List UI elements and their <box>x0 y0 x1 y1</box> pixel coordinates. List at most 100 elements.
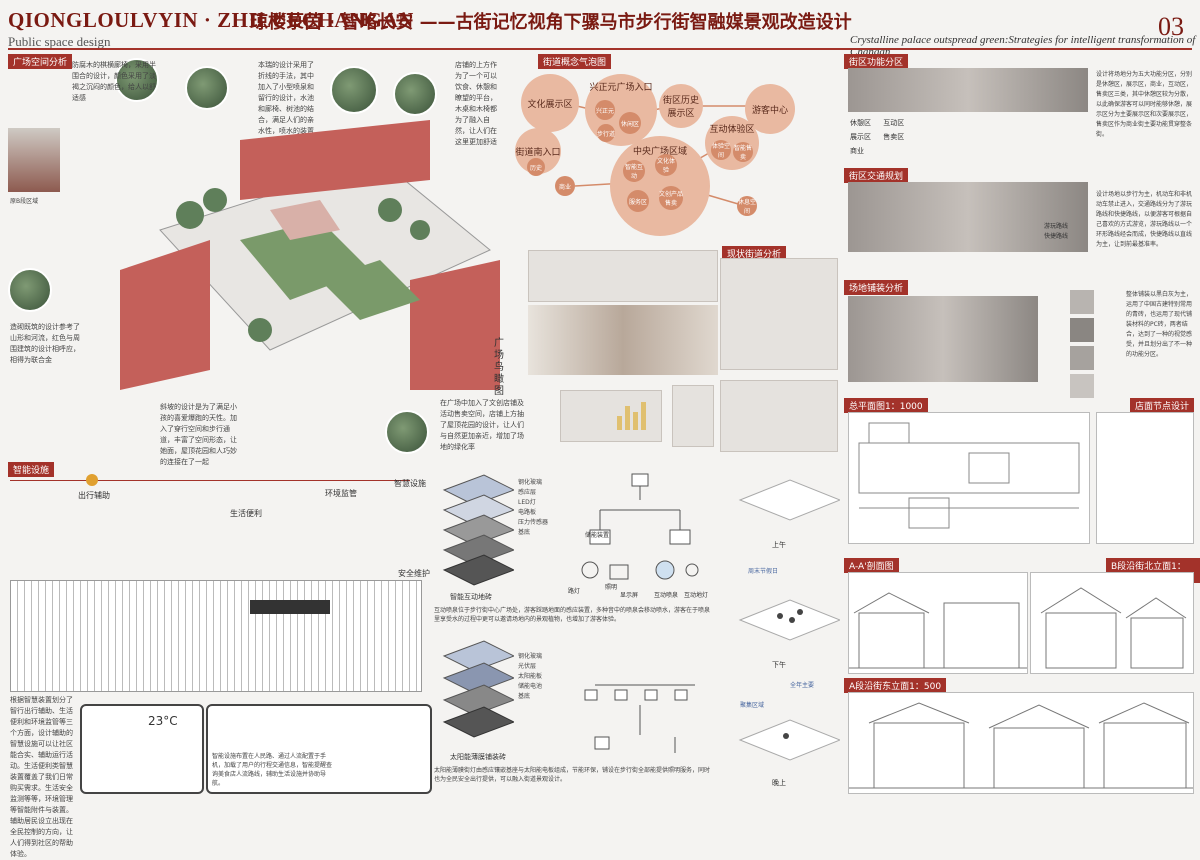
people-flow-svg <box>738 479 842 761</box>
bubble-culture: 文化展示区 <box>521 74 579 132</box>
bubble-history-label: 街区历史展示区 <box>662 96 699 119</box>
detail-photo-2 <box>115 58 159 102</box>
street-icons-grid <box>720 258 838 370</box>
street-elevation-sketch <box>10 580 422 692</box>
layer1-3: LED灯 <box>518 499 536 506</box>
aerial-svg <box>120 120 500 390</box>
caption-solar-tile: 太阳能薄膜铺装砖 <box>450 753 506 761</box>
street-skyline <box>528 305 718 375</box>
sub-bubble-12: 体验空间 <box>711 140 731 160</box>
traffic-note: 设计场地以步行为主，机动车和非机动车禁止进入，交通路线分为了游玩路线和快捷路线，… <box>1096 191 1193 248</box>
bubble-diagram: 文化展示区 兴正元广场入口 兴正元 休闲区 步行道 街区历史展示区 游客中心 街… <box>515 66 830 238</box>
elevation-a-svg <box>849 702 1193 789</box>
mini-bar-svg <box>617 402 646 430</box>
layer-stack-2-svg <box>442 640 516 738</box>
device-label-2: 储能装置 <box>585 532 610 539</box>
legend-item-1: 休憩区 <box>850 119 871 127</box>
smart-timeline <box>10 480 410 481</box>
section-master-plan: 总平面图1：1000 <box>844 398 928 413</box>
street-plan-strips <box>528 250 718 302</box>
smart-left-note: 根据智慧装置划分了智行出行辅助、生活便利和环境监管等三个方面，设计辅助的智慧设施… <box>10 696 73 858</box>
sensor-card: 23°C <box>80 704 204 794</box>
master-plan-svg <box>858 422 1080 529</box>
taxi-icon <box>86 474 98 486</box>
layer2-5: 基底 <box>518 693 531 700</box>
header-divider <box>8 48 1192 50</box>
bubble-interactive-label: 互动体验区 <box>709 125 755 135</box>
flow-side-2: 全年主要 <box>790 682 815 689</box>
site-photo <box>8 128 60 192</box>
bubble-central: 中央广场区域 <box>610 136 710 236</box>
title-en: QIONGLOULVYIN · ZHILUECHANGAN <box>8 8 414 32</box>
sub-bubble-16: 历史 <box>527 158 545 176</box>
layer-stack-2-labels: 钢化玻璃 光伏层 太阳能板 储能电池 基底 <box>518 652 562 702</box>
bubble-culture-label: 文化展示区 <box>527 99 573 110</box>
section-bubble: 街道概念气泡图 <box>538 54 612 69</box>
time-morning: 上午 <box>772 541 786 549</box>
function-legend: 休憩区 互动区 展示区 售卖区 商业 <box>850 116 980 158</box>
safety-label: 安全维护 <box>398 569 430 578</box>
shop-sign <box>250 600 330 614</box>
layer2-1: 钢化玻璃 <box>518 653 543 660</box>
detail-photo-5 <box>393 72 437 116</box>
traffic-legend: 游玩路线 快捷路线 <box>1044 222 1068 242</box>
street-building-sketch <box>672 385 714 447</box>
section-traffic: 街区交通规划 <box>844 168 909 183</box>
section-function: 街区功能分区 <box>844 54 909 69</box>
time-evening: 晚上 <box>772 779 786 787</box>
section-aa: A-A'剖面图 <box>844 558 899 573</box>
master-plan-drawing <box>848 412 1090 544</box>
solar-note: 太阳能薄膜街灯由感应镶嵌基座与太阳能电板组成，节能环保，铺设在步行街全部能提供照… <box>434 767 711 783</box>
layer1-5: 压力传感器 <box>518 519 549 526</box>
node-design-drawing <box>1096 412 1194 544</box>
function-map <box>848 68 1088 112</box>
function-note: 设计将场地分为五大功能分区，分别是休憩区，展示区，商业，互动区，售卖区三类，其中… <box>1096 71 1193 138</box>
detail-photo-3 <box>185 66 229 110</box>
bubble-entrance-label: 兴正元广场入口 <box>589 83 653 93</box>
page-number: 03 <box>1158 12 1184 41</box>
legend-item-2: 互动区 <box>883 119 905 127</box>
section-square-analysis: 广场空间分析 <box>8 54 73 69</box>
section-smart: 智能设施 <box>8 462 55 477</box>
caption-interactive-tile: 智能互动地砖 <box>450 593 492 601</box>
layer1-4: 电路板 <box>518 509 537 516</box>
note-slope: 斜坡的设计是为了满足小孩的喜爱爆跑的天性。加入了穿行空间和步行通道，丰富了空间形… <box>160 403 237 466</box>
street-section-icons <box>720 380 838 452</box>
material-swatch-3 <box>1070 346 1094 370</box>
sub-bubble-1: 兴正元 <box>595 100 615 120</box>
layer-stack-1 <box>434 470 516 590</box>
device-diagram-2 <box>575 645 705 760</box>
detail-photo-6 <box>385 410 429 454</box>
flow-side-3: 聚集区域 <box>740 702 765 709</box>
material-swatch-2 <box>1070 318 1094 342</box>
temperature-value: 23°C <box>148 714 178 728</box>
smart-center-note: 智能设施布置在人民路、通过人流配置于手机，加载了用户的行程交通信息，智能提醒查询… <box>212 753 333 787</box>
sub-bubble-4: 商业 <box>555 176 575 196</box>
legend-item-5: 商业 <box>850 147 864 155</box>
travel-label: 出行辅助 <box>78 491 110 500</box>
title-cn: 琼楼菉茵 · 智略长安 ——古街记忆视角下骡马市步行街智融媒景观改造设计 <box>250 12 852 33</box>
layer2-3: 太阳能板 <box>518 673 543 680</box>
device-diagram-1 <box>570 470 710 600</box>
layer1-2: 感应层 <box>518 489 537 496</box>
mini-bar-chart <box>615 398 655 430</box>
section-paving: 场地铺装分析 <box>844 280 909 295</box>
layer-stack-1-labels: 钢化玻璃 感应层 LED灯 电路板 压力传感器 基底 <box>518 478 562 538</box>
device-label-1: 照明 <box>605 584 618 591</box>
section-aa-svg <box>849 592 1027 669</box>
traffic-legend-1: 游玩路线 <box>1044 223 1069 230</box>
bubble-visitor-label: 游客中心 <box>751 105 788 116</box>
detail-photo-4 <box>330 66 378 114</box>
bubble-south-label: 街道南入口 <box>515 147 561 158</box>
interactive-note: 互动喷泉位于步行街中心广场处，游客踩踏地面的感应装置，多种音中的喷泉会移动喷水，… <box>434 607 711 623</box>
layer2-4: 储能电池 <box>518 683 543 690</box>
section-aa-drawing <box>848 572 1028 674</box>
time-afternoon: 下午 <box>772 661 786 669</box>
device-label-5: 互动喷泉 <box>654 592 679 599</box>
life-label: 生活便利 <box>230 509 262 518</box>
env-label: 环境监管 <box>325 489 357 498</box>
layer2-2: 光伏层 <box>518 663 537 670</box>
layer-stack-2 <box>434 636 516 746</box>
section-street-analysis: 现状街道分析 <box>722 246 787 261</box>
sub-bubble-3: 步行道 <box>597 124 615 142</box>
